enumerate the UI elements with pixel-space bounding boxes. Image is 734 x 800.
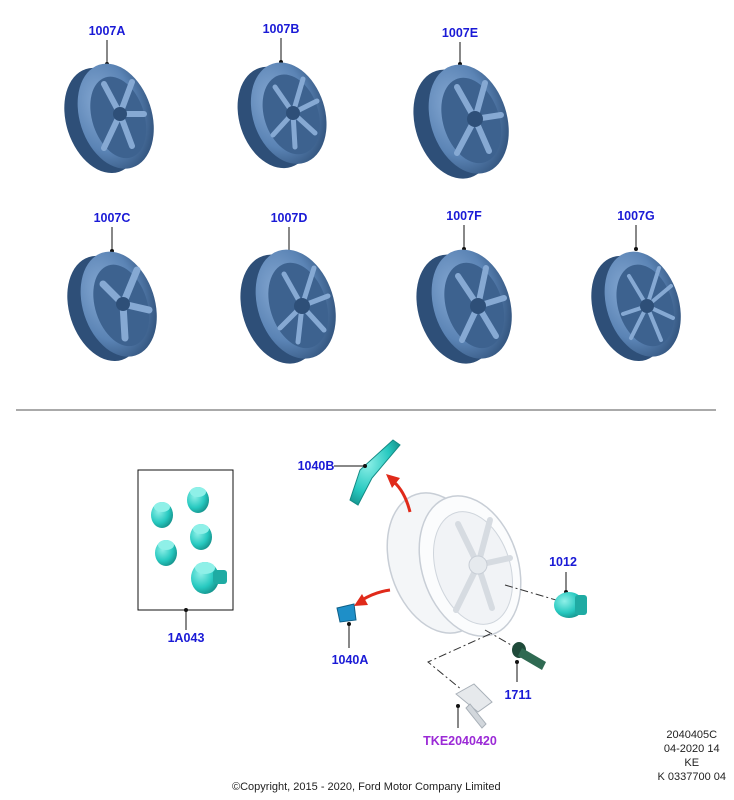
meta-line: 2040405C [657, 728, 726, 742]
wheel-1007G[interactable]: 1007G [578, 209, 693, 371]
lug-nut-icon [151, 502, 173, 528]
wheel-label: 1007A [89, 24, 126, 38]
valve-stem-1711[interactable]: 1711 [504, 642, 546, 702]
wheel-weight-1040B[interactable]: 1040B [298, 440, 410, 512]
wheel-label: 1007G [617, 209, 655, 223]
wheel-1007F[interactable]: 1007F [403, 209, 525, 374]
arrow-icon [362, 590, 390, 600]
lug-nut-icon [155, 540, 177, 566]
meta-line: 04-2020 14 [657, 742, 726, 756]
part-label-1040B: 1040B [298, 459, 335, 473]
lug-nut-1012[interactable]: 1012 [549, 555, 587, 618]
lug-nut-kit-1A043[interactable]: 1A043 [138, 470, 233, 645]
wheel-1007E[interactable]: 1007E [400, 26, 522, 189]
wheel-weight-1040A[interactable]: 1040A [332, 590, 390, 667]
wheel-1007D[interactable]: 1007D [227, 211, 349, 374]
wheel-label: 1007C [94, 211, 131, 225]
wheel-label: 1007F [446, 209, 482, 223]
wheel-assembly-ghost [370, 480, 538, 650]
part-label-TKE2040420: TKE2040420 [423, 734, 497, 748]
drawing-meta: 2040405C 04-2020 14 KE K 0337700 04 [657, 728, 726, 784]
arrow-head-icon [354, 594, 368, 606]
lug-nut-icon [187, 487, 209, 513]
part-label-1A043: 1A043 [168, 631, 205, 645]
meta-line: KE [657, 756, 726, 770]
wheel-label: 1007D [271, 211, 308, 225]
locking-nut-icon [191, 562, 227, 594]
wheel-1007C[interactable]: 1007C [54, 211, 169, 371]
wheel-1007A[interactable]: 1007A [51, 24, 166, 183]
wheel-1007B[interactable]: 1007B [225, 22, 339, 178]
wheel-label: 1007B [263, 22, 300, 36]
lug-nut-icon [190, 524, 212, 550]
meta-line: K 0337700 04 [657, 770, 726, 784]
wheel-label: 1007E [442, 26, 478, 40]
part-label-1012: 1012 [549, 555, 577, 569]
tpms-sensor-TKE2040420[interactable]: TKE2040420 [423, 684, 497, 748]
copyright-text: ©Copyright, 2015 - 2020, Ford Motor Comp… [232, 781, 501, 793]
part-label-1040A: 1040A [332, 653, 369, 667]
part-label-1711: 1711 [504, 688, 531, 702]
